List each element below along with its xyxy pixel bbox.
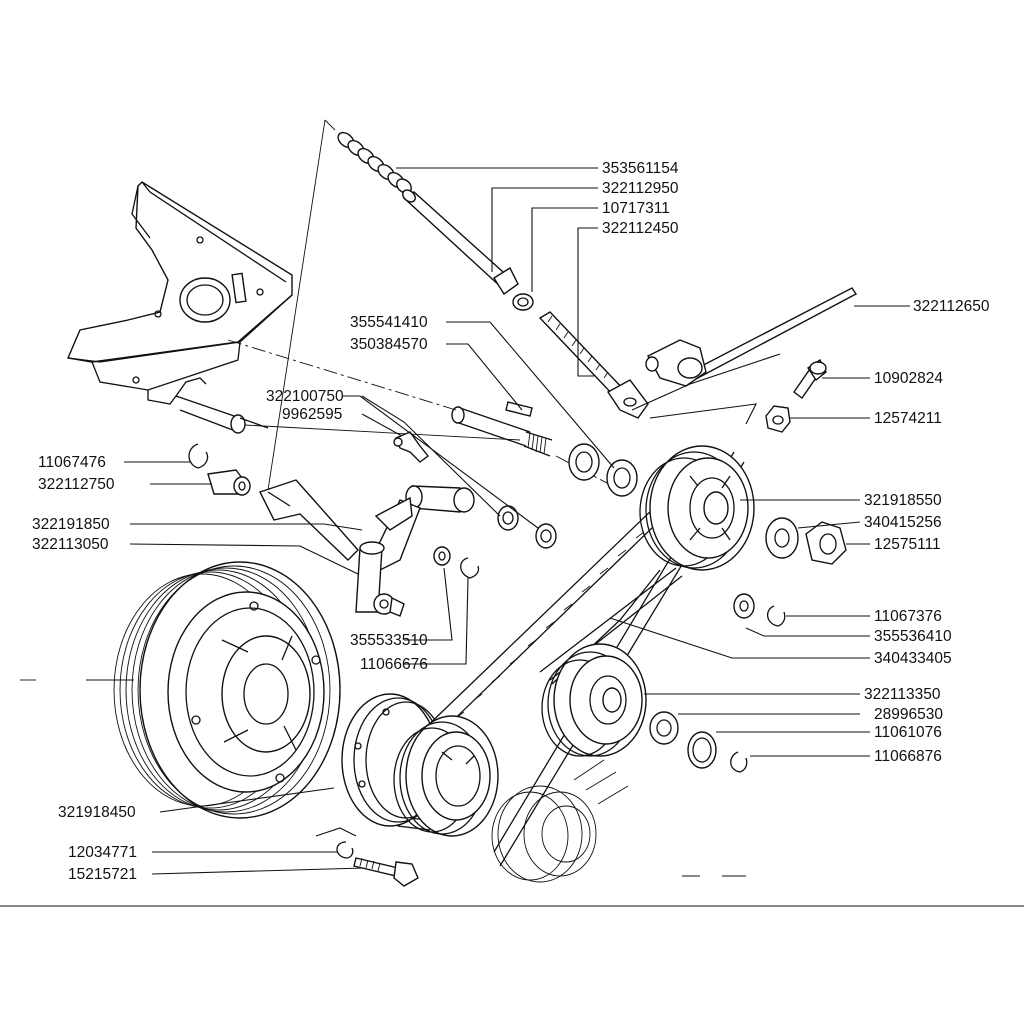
label-15215721: 15215721 [68,866,137,883]
label-12034771: 12034771 [68,844,137,861]
bushings [497,505,557,549]
main-shaft [175,395,553,457]
label-11066676: 11066676 [360,656,428,673]
circlip-11066676 [460,557,480,579]
label-10902824: 10902824 [874,370,943,387]
label-11066876: 11066876 [874,748,942,765]
grease-nipple-9962595 [393,431,429,463]
circlip-11067476 [188,443,209,469]
part-labels-right: 353561154 322112950 10717311 322112450 3… [602,160,990,765]
label-353561154: 353561154 [602,160,679,177]
bolt-15215721 [353,857,419,887]
nut-12574211 [765,405,791,433]
label-322112650: 322112650 [913,298,990,315]
washer-355541410 [568,443,600,481]
label-28996530: 28996530 [874,706,943,723]
label-11067476: 11067476 [38,454,106,471]
leader-lines [86,167,910,875]
label-11067376: 11067376 [874,608,942,625]
washer-12034771 [336,841,354,859]
label-322112450: 322112450 [602,220,679,237]
engine-housing-bracket [67,181,293,405]
label-11061076: 11061076 [874,724,942,741]
label-322112950: 322112950 [602,180,679,197]
ghost-pulley-outline [491,759,629,883]
label-340433405: 340433405 [874,650,952,667]
part-labels-center: 355541410 350384570 322100750 9962595 35… [266,314,428,673]
key-355541410 [505,401,533,417]
label-355541410: 355541410 [350,314,428,331]
washer-355533510 [433,546,451,566]
long-adjuster-rod [645,287,858,387]
circlip-11067376 [767,605,786,627]
circlip-11066876 [730,751,748,773]
circlip-11061076 [687,731,717,769]
pulley-322113350 [541,643,647,757]
label-322191850: 322191850 [32,516,110,533]
label-321918550: 321918550 [864,492,942,509]
label-322100750: 322100750 [266,388,344,405]
washer-350384570 [606,459,638,497]
crankshaft-pulley-321918450 [113,561,341,819]
label-350384570: 350384570 [350,336,428,353]
label-322113050: 322113050 [32,536,109,553]
label-340415256: 340415256 [864,514,942,531]
tensioner-arm [355,485,475,617]
tension-rod [402,189,534,311]
tension-spring [337,131,412,194]
label-355533510: 355533510 [350,632,428,649]
label-12574211: 12574211 [874,410,942,427]
lever-322191850 [259,479,359,561]
washer-355536410 [733,593,755,619]
washer-340415256 [765,517,799,559]
label-12575111: 12575111 [874,536,941,553]
adjuster-threaded-rod [538,311,649,419]
small-pulley [393,715,499,837]
part-labels-left: 11067476 322112750 322191850 322113050 3… [32,454,137,883]
label-321918450: 321918450 [58,804,136,821]
bearing-28996530 [649,711,679,745]
pin-322112750 [207,469,251,496]
nut-12575111 [805,521,847,565]
label-9962595: 9962595 [282,406,342,423]
pulley-321918550 [639,445,755,571]
label-322112750: 322112750 [38,476,115,493]
label-322113350: 322113350 [864,686,941,703]
bolt-10902824 [793,358,827,399]
label-355536410: 355536410 [874,628,952,645]
label-10717311: 10717311 [602,200,670,217]
